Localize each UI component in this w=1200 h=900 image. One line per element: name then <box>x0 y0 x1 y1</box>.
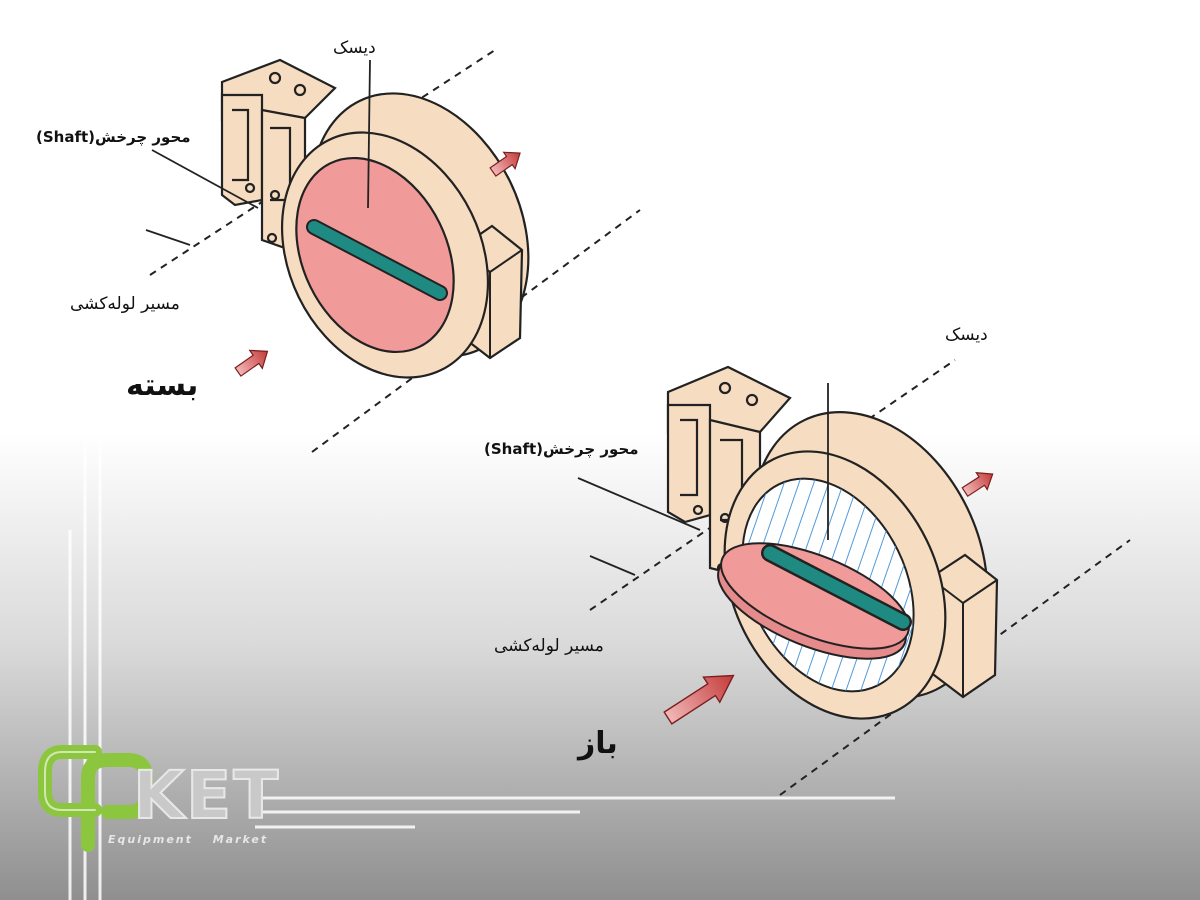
mounting-bracket <box>220 58 337 250</box>
open-disc <box>717 542 910 660</box>
flow-arrow-in <box>663 674 735 725</box>
closed-pipe-leader <box>145 229 191 246</box>
open-shaft-label: محور چرخش(Shaft) <box>484 440 639 458</box>
decorative-lines <box>68 160 895 900</box>
brand-logo-mark <box>38 745 153 852</box>
closed-shaft-label: محور چرخش(Shaft) <box>36 128 191 146</box>
open-valve <box>577 359 1131 796</box>
closed-state-label: بسته <box>126 368 199 403</box>
open-pipe-path-label: مسیر لوله‌کشی <box>494 636 604 656</box>
open-disc-label: دیسک <box>945 325 988 345</box>
closed-pipe-path-label: مسیر لوله‌کشی <box>70 294 180 314</box>
closed-valve <box>145 49 641 453</box>
brand-logo: KET Equipment Market <box>30 735 280 855</box>
closed-disc-leader <box>367 59 371 209</box>
open-shaft-leader <box>577 477 701 531</box>
closed-disc-label: دیسک <box>333 38 376 58</box>
closed-shaft-leader <box>151 149 259 209</box>
flow-arrow-in <box>234 349 269 377</box>
open-pipe-leader <box>589 555 636 576</box>
pipe-path-lines <box>149 49 641 453</box>
logo-brand-text: KET <box>132 756 281 835</box>
flow-arrow-out <box>961 472 994 498</box>
open-state-label: باز <box>578 726 618 761</box>
mounting-bracket <box>666 365 792 577</box>
flow-arrow-out <box>489 151 521 177</box>
logo-tagline: Equipment Market <box>108 833 269 846</box>
